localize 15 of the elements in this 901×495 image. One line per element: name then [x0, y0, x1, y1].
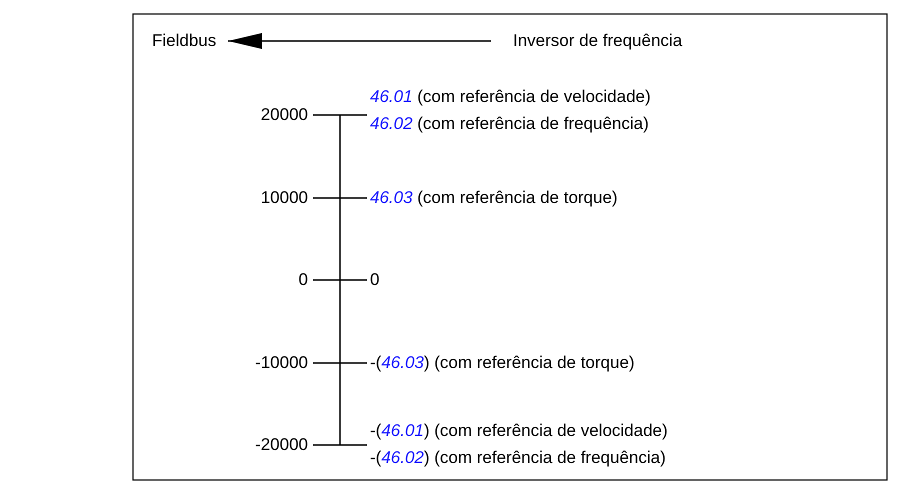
endpoint-label: Fieldbus: [152, 31, 216, 51]
parameter-note: -(46.03) (com referência de torque): [370, 353, 635, 373]
parameter-note: 0: [370, 270, 380, 290]
parameter-note: -(46.01) (com referência de velocidade): [370, 421, 668, 441]
parameter-note: 46.01 (com referência de velocidade): [370, 87, 651, 107]
parameter-note: 46.03 (com referência de torque): [370, 188, 618, 208]
scale-value: -20000: [254, 435, 308, 455]
endpoint-label: Inversor de frequência: [513, 31, 682, 51]
arrow: [228, 33, 491, 49]
parameter-note: -(46.02) (com referência de frequência): [370, 448, 666, 468]
scale-value: 0: [298, 270, 308, 290]
scale-value: -10000: [254, 353, 308, 373]
scale-value: 20000: [260, 105, 308, 125]
parameter-note: 46.02 (com referência de frequência): [370, 114, 649, 134]
scale-value: 10000: [260, 188, 308, 208]
